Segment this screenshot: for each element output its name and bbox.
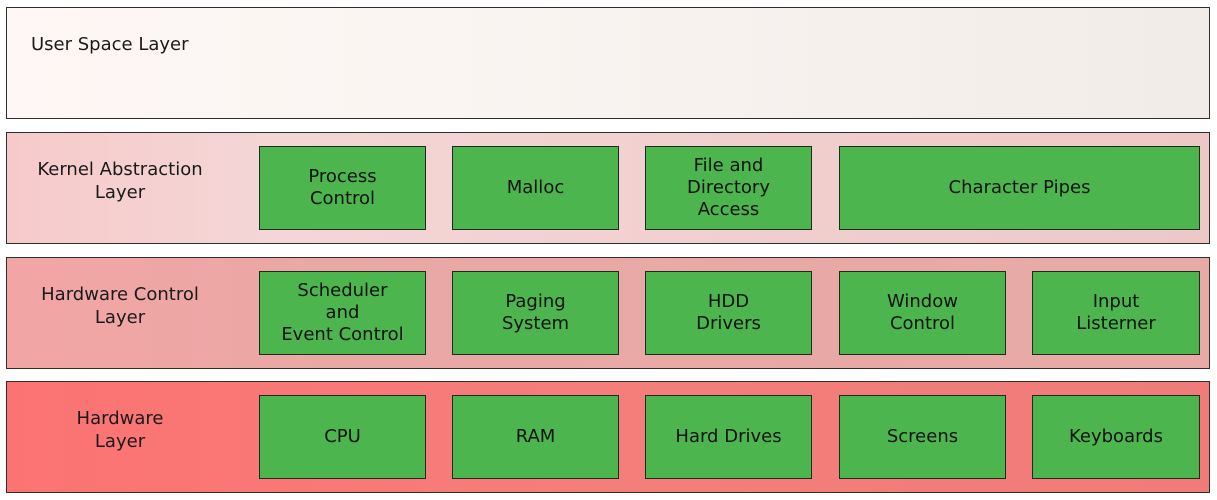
hardware-control-layer-label: Hardware Control Layer [41,284,199,328]
kernel-abstraction-layer-label: Kernel Abstraction Layer [37,159,203,203]
file-and-directory-access-box: File and Directory Access [645,146,812,230]
user-space-layer: User Space Layer [6,7,1210,119]
ram-box: RAM [452,395,619,479]
keyboards-box: Keyboards [1032,395,1200,479]
hdd-drivers-box: HDD Drivers [645,271,812,355]
process-control-box: Process Control [259,146,426,230]
window-control-box: Window Control [839,271,1006,355]
scheduler-and-event-control-box: Scheduler and Event Control [259,271,426,355]
hardware-layer-label: Hardware Layer [76,408,164,452]
cpu-box: CPU [259,395,426,479]
user-space-layer-label: User Space Layer [31,34,189,55]
hardware-control-layer: Hardware Control Layer Scheduler and Eve… [6,257,1210,369]
hardware-layer: Hardware Layer CPU RAM Hard Drives Scree… [6,381,1210,493]
paging-system-box: Paging System [452,271,619,355]
kernel-abstraction-layer: Kernel Abstraction Layer Process Control… [6,132,1210,244]
malloc-box: Malloc [452,146,619,230]
screens-box: Screens [839,395,1006,479]
character-pipes-box: Character Pipes [839,146,1200,230]
input-listener-box: Input Listerner [1032,271,1200,355]
hard-drives-box: Hard Drives [645,395,812,479]
